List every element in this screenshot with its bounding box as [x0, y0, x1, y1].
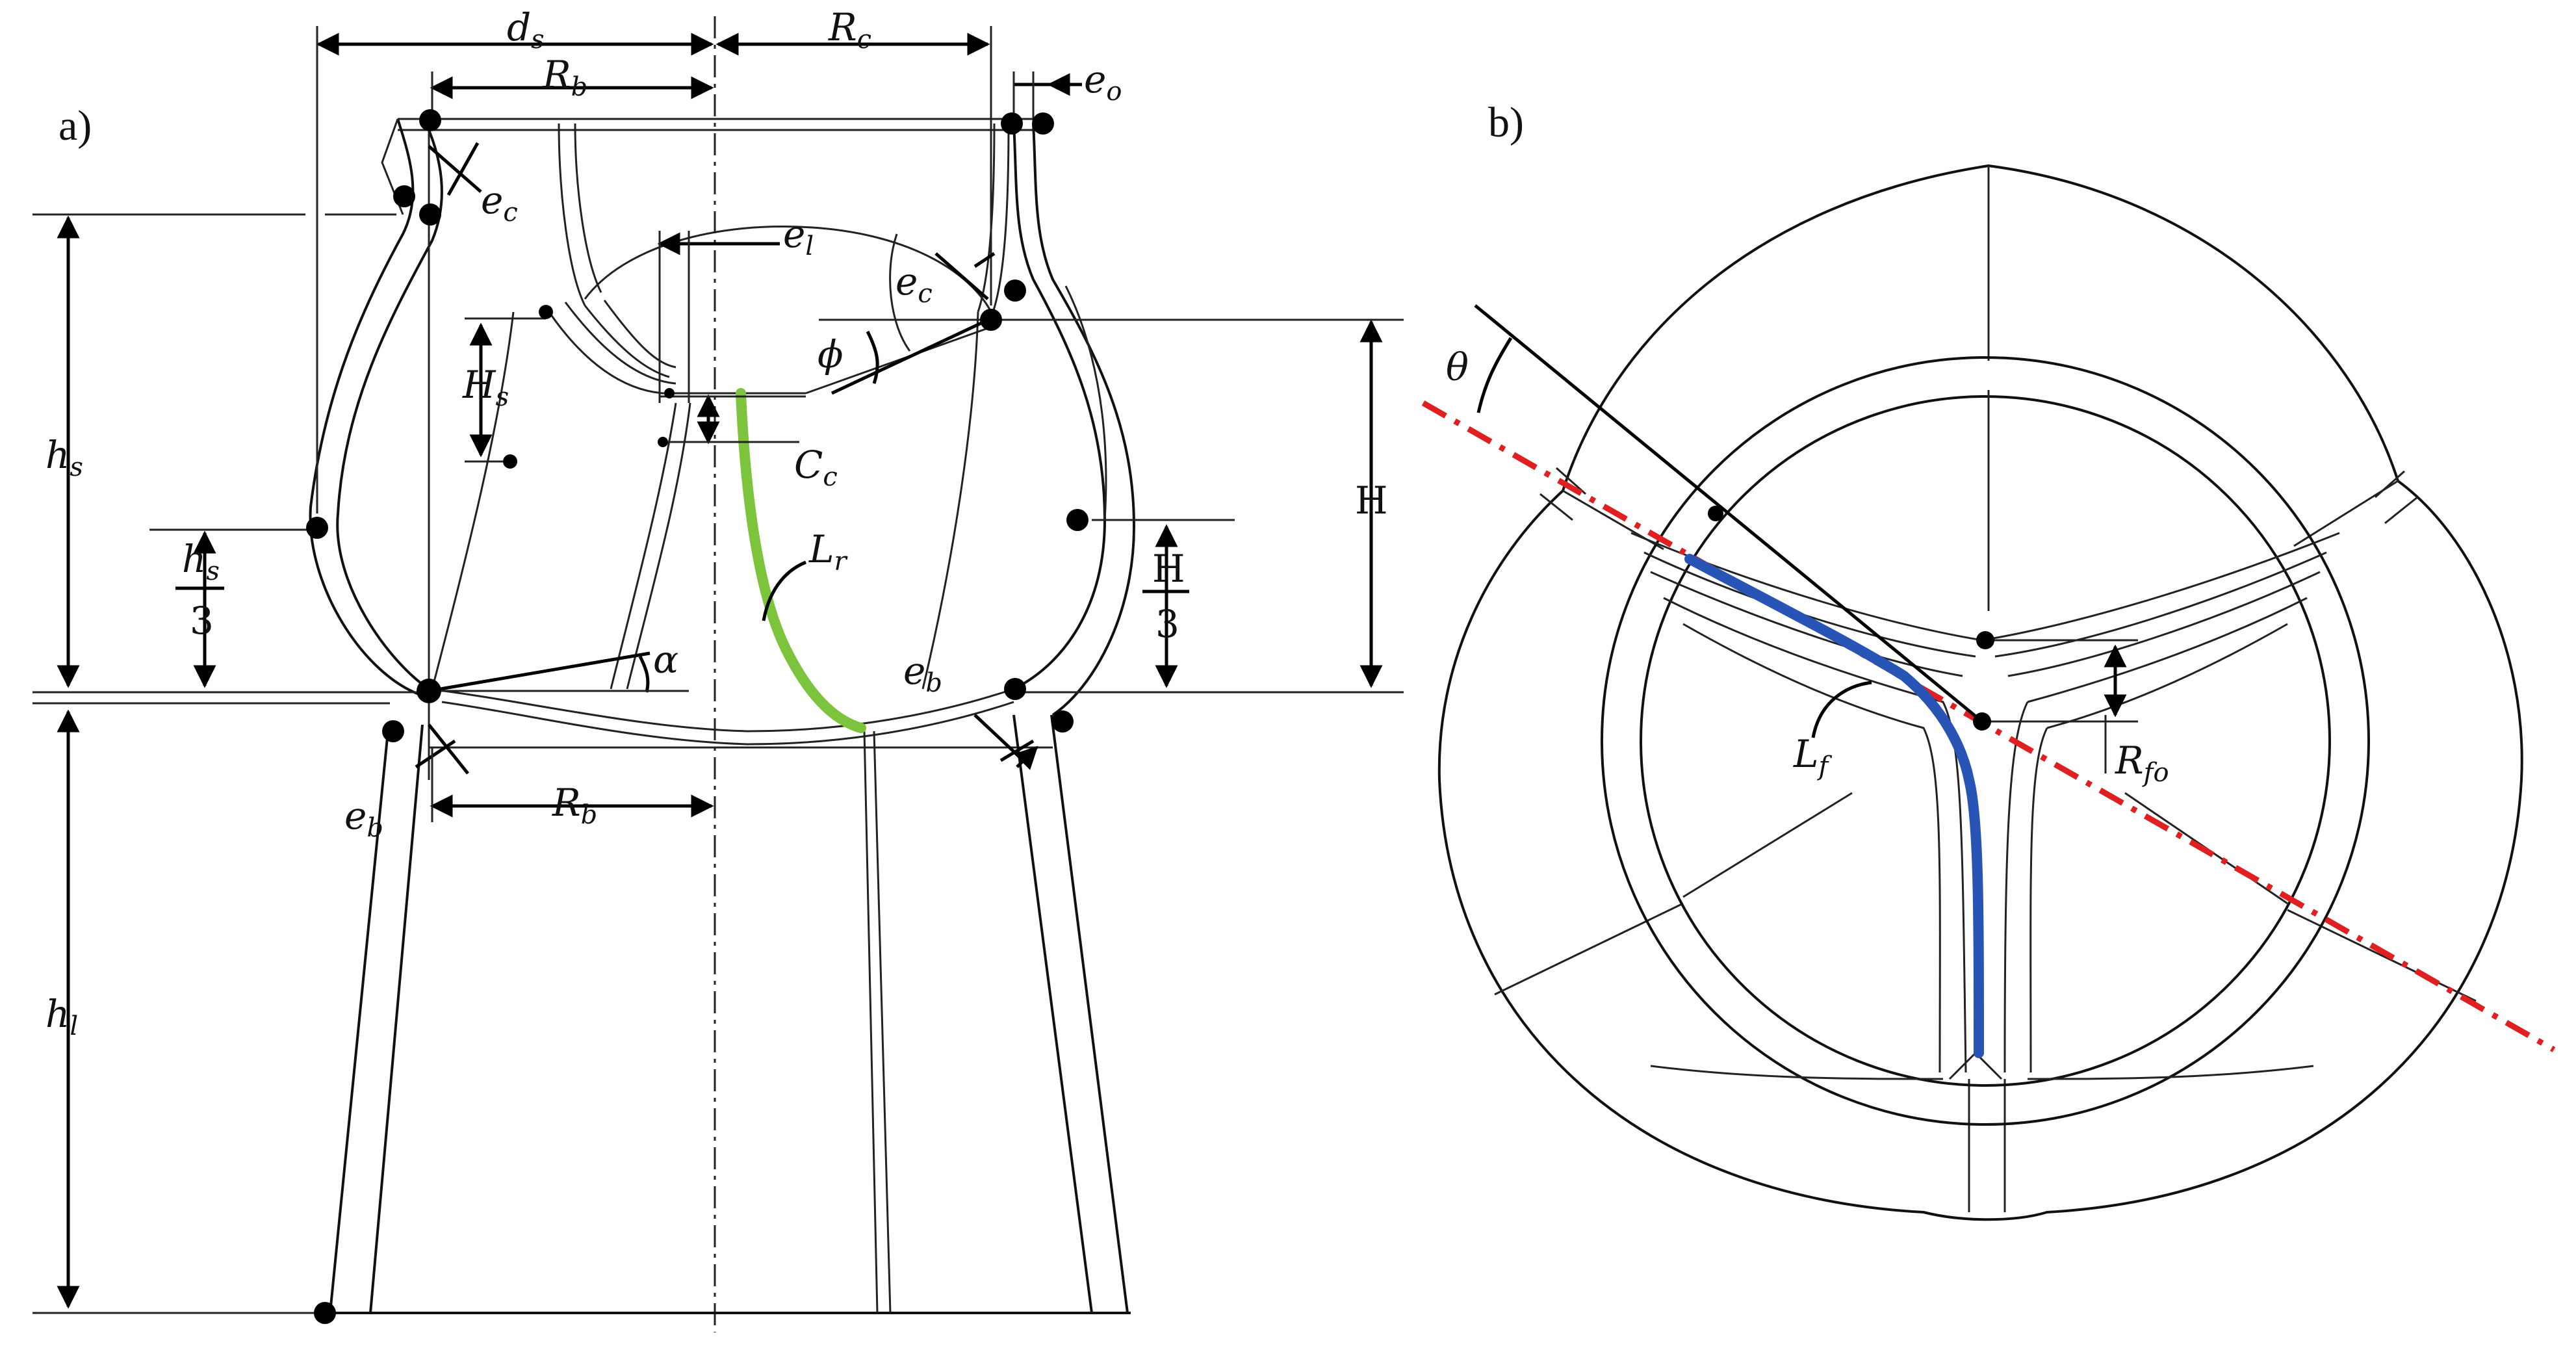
svg-text:α: α: [653, 638, 678, 682]
panel-b: b): [1421, 99, 2556, 1221]
leaflet-radial-length-curve: [736, 388, 866, 733]
svg-text:θ: θ: [1446, 345, 1469, 389]
svg-text:hs: hs: [45, 433, 83, 482]
panel-a-labels: ds Rc eo Rb ec el ec ϕ Hs Cc hs hs 3 Lr …: [45, 5, 1388, 1041]
panel-a-label: a): [58, 102, 92, 149]
stent-ring: [1601, 356, 2370, 1126]
svg-text:hl: hl: [45, 992, 78, 1041]
panel-b-label: b): [1488, 99, 1524, 146]
svg-text:Lf: Lf: [1793, 732, 1833, 781]
commissure-bars: [1539, 467, 2418, 525]
top-rim: [398, 118, 1033, 131]
svg-text:eo: eo: [1084, 57, 1122, 107]
svg-text:Lr: Lr: [808, 527, 849, 577]
leaflet-belly: [428, 225, 1014, 746]
sinus-right: [1012, 123, 1136, 716]
rfo-dimension: [1982, 639, 2138, 773]
svg-text:Cc: Cc: [794, 443, 838, 492]
svg-text:H: H: [1355, 478, 1388, 523]
panel-a: a): [32, 5, 1404, 1332]
landmark-points: [306, 109, 1088, 1324]
outer-trilobe: [1437, 164, 2523, 1221]
svg-text:eb: eb: [903, 649, 942, 698]
inflow-skirt: [325, 714, 1131, 1314]
svg-text:3: 3: [1155, 602, 1179, 646]
svg-text:Rb: Rb: [542, 53, 587, 102]
svg-text:ec: ec: [481, 178, 518, 227]
svg-text:eb: eb: [344, 794, 383, 843]
svg-text:ec: ec: [895, 259, 933, 309]
segment-lines: [1650, 390, 2314, 1080]
reference-axis-line: [1421, 400, 2556, 1052]
svg-text:el: el: [783, 212, 814, 261]
angle-line: [1474, 304, 1983, 723]
lf-leader: [1811, 681, 1872, 738]
leaflet-free-edge-curve: [1684, 554, 1984, 1058]
panel-b-points: [1708, 506, 1994, 731]
svg-text:Rc: Rc: [828, 5, 871, 55]
dimension-lines: [32, 26, 1404, 1314]
svg-text:hs: hs: [182, 537, 220, 586]
sinus-left: [309, 118, 443, 697]
svg-text:ds: ds: [507, 5, 545, 55]
svg-text:ϕ: ϕ: [818, 332, 844, 376]
svg-text:Rb: Rb: [552, 781, 597, 830]
svg-text:Hs: Hs: [462, 363, 509, 412]
theta-arc: [1476, 337, 1513, 413]
svg-text:3: 3: [190, 599, 214, 643]
svg-text:H: H: [1152, 547, 1185, 591]
panel-b-labels: θ Lf Rfo: [1446, 345, 2169, 788]
leaflet-coaptation: [1630, 532, 2340, 1080]
svg-text:Rfo: Rfo: [2115, 738, 2169, 788]
